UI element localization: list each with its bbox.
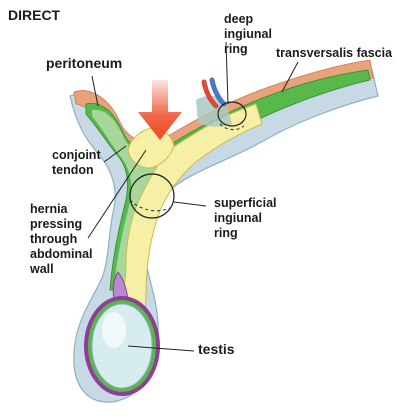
label-superficial-line-2: ingiunal [214,211,262,225]
label-conjoint-line-2: tendon [52,163,94,177]
label-deep-ring-line-3: ring [224,42,248,56]
diagram-title: DIRECT [8,7,61,23]
spermatic-artery [201,79,219,109]
inner-green-layer [92,109,178,290]
leader-testis [127,345,195,352]
hernia-arrow [138,80,182,140]
deep-ring-outline [217,101,247,127]
label-hernia-line-2: pressing [30,217,83,231]
label-superficial-line-3: ring [214,226,238,240]
label-testis: testis [198,341,235,357]
label-transversalis: transversalis fascia [276,46,393,60]
spermatic-vein [209,77,227,107]
label-hernia-line-3: through [30,232,78,246]
label-conjoint-line-1: conjoint [52,148,101,162]
leader-transversalis [281,61,299,93]
label-deep-ring-line-2: ingiunal [224,27,272,41]
leader-hernia [87,149,147,239]
label-peritoneum: peritoneum [46,55,123,71]
leader-peritoneum [91,75,99,107]
label-conjoint: conjoint tendon [52,148,101,178]
superficial-ring-outline [129,173,175,219]
label-deep-ring-line-1: deep [224,12,254,26]
label-hernia: hernia pressing through abdominal wall [30,202,93,277]
testis-highlight [102,312,126,348]
leader-conjoint [103,145,127,163]
leader-superficial [173,201,207,207]
leader-deep-ring [225,41,229,105]
label-superficial-ring: superficial ingiunal ring [214,196,277,241]
label-hernia-line-5: wall [30,262,54,276]
hernia-bulge [127,127,175,169]
label-hernia-line-1: hernia [30,202,68,216]
deep-ring-dashes [219,123,245,131]
label-superficial-line-1: superficial [214,196,277,210]
label-deep-ring: deep ingiunal ring [224,12,272,57]
label-hernia-line-4: abdominal [30,247,93,261]
